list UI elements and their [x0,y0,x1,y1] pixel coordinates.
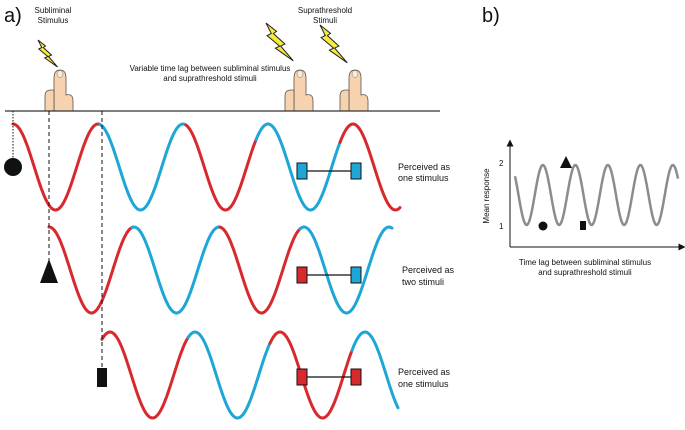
y-axis-label: Mean response [482,168,491,224]
time-lag-label-line2: and suprathreshold stimuli [163,74,257,83]
subliminal-label-line2: Stimulus [38,16,69,25]
triangle-marker-icon [40,259,58,283]
pair-3-first-box [296,368,308,386]
pair-2-second-box [350,266,362,284]
pointing-finger-icon [339,69,369,112]
pointing-finger-icon [284,69,314,112]
wave-row-3-segment-1 [100,330,190,420]
result-3-line2: one stimulus [398,379,449,389]
y-tick-1: 1 [499,222,504,231]
pair-1-first-box [296,162,308,180]
result-1-line1: Perceived as [398,162,451,172]
mean-response-graph: 2 1 Mean response Time lag between subli… [482,139,685,277]
graph-square-marker-icon [580,221,586,230]
mean-response-curve [513,163,680,227]
lightning-bolt-icon [265,22,294,62]
wave-row-2-segment-3 [218,225,302,315]
suprathreshold-label-line1: Suprathreshold [298,6,352,15]
panel-label-a: a) [4,5,22,27]
wave-row-3-segment-2 [186,330,272,420]
wave-row-1-segment-3 [184,123,258,212]
pair-3-second-box [350,368,362,386]
wave-row-1-segment-4 [254,122,342,212]
wave-row-2-segment-2 [130,225,222,315]
subliminal-label-line1: Subliminal [35,6,72,15]
wave-row-2-segment-1 [47,225,134,315]
graph-triangle-marker-icon [560,156,572,168]
square-marker-icon [97,368,107,387]
lightning-bolt-icon [37,39,58,68]
result-1-line2: one stimulus [398,173,449,183]
x-axis-label-line2: and suprathreshold stimuli [538,268,632,277]
time-lag-label-line1: Variable time lag between subliminal sti… [130,64,291,73]
wave-row-3-segment-4 [350,330,400,410]
wave-row-3-segment-3 [268,330,354,420]
wave-row-2-segment-4 [298,225,394,315]
wave-row-1-segment-5 [338,122,402,212]
x-axis-label-line1: Time lag between subliminal stimulus [519,258,651,267]
pair-2-first-box [296,266,308,284]
circle-marker-icon [4,158,22,176]
wave-row-1-segment-1 [11,122,102,212]
lightning-bolt-icon [319,24,348,64]
panel-label-b: b) [482,5,500,27]
graph-circle-marker-icon [538,221,548,231]
pointing-finger-icon [44,69,74,112]
y-tick-2: 2 [499,159,504,168]
result-2-line1: Perceived as [402,265,455,275]
suprathreshold-label-line2: Stimuli [313,16,337,25]
result-2-line2: two stimuli [402,277,444,287]
result-3-line1: Perceived as [398,367,451,377]
pair-1-second-box [350,162,362,180]
wave-row-1-segment-2 [98,122,188,212]
